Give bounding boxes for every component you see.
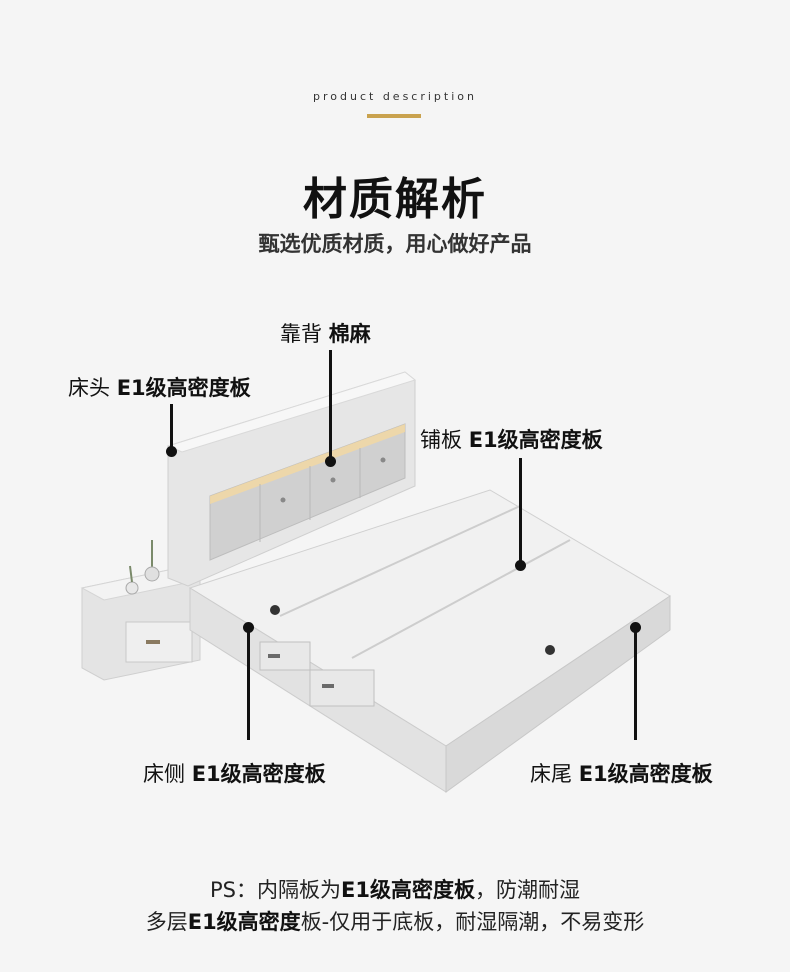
callout-slats-line <box>519 458 522 562</box>
callout-slats: 铺板 E1级高密度板 <box>420 424 603 454</box>
ps-note-line2: 多层E1级高密度板-仅用于底板，耐湿隔潮，不易变形 <box>0 906 790 938</box>
ps-note: PS：内隔板为E1级高密度板，防潮耐湿 多层E1级高密度板-仅用于底板，耐湿隔潮… <box>0 874 790 938</box>
bed-frame <box>188 489 671 793</box>
ps-note-emphasis: E1级高密度 <box>187 910 301 934</box>
callout-side: 床侧 E1级高密度板 <box>143 758 326 788</box>
callout-side-dot <box>243 622 254 633</box>
callout-slats-dot <box>515 560 526 571</box>
callout-side-line <box>247 628 250 740</box>
bed-illustration <box>80 371 671 793</box>
callout-footboard-dot <box>630 622 641 633</box>
accent-bar <box>367 114 421 118</box>
ps-note-line1: PS：内隔板为E1级高密度板，防潮耐湿 <box>0 874 790 906</box>
callout-slats-part: 铺板 <box>420 428 462 452</box>
callout-footboard-line <box>634 628 637 740</box>
ps-note-text: 板-仅用于底板，耐湿隔潮，不易变形 <box>300 910 645 934</box>
callout-backrest-material: 棉麻 <box>328 322 371 346</box>
callout-headboard-dot <box>166 446 177 457</box>
callout-footboard-material: E1级高密度板 <box>578 762 713 786</box>
callout-backrest-line <box>329 350 332 458</box>
callout-headboard-material: E1级高密度板 <box>116 376 251 400</box>
ps-note-text: PS：内隔板为 <box>210 878 342 902</box>
callout-headboard-part: 床头 <box>68 376 110 400</box>
ps-note-text: ，防潮耐湿 <box>474 878 580 902</box>
headboard <box>166 371 417 587</box>
page-subtitle: 甄选优质材质，用心做好产品 <box>258 232 532 256</box>
callout-side-part: 床侧 <box>143 762 185 786</box>
ps-note-text: 多层 <box>145 910 188 934</box>
callout-footboard-part: 床尾 <box>530 762 572 786</box>
callout-backrest-dot <box>325 456 336 467</box>
callout-headboard-line <box>170 404 173 448</box>
callout-slats-material: E1级高密度板 <box>468 428 603 452</box>
callout-backrest-part: 靠背 <box>280 322 322 346</box>
callout-headboard: 床头 E1级高密度板 <box>68 372 251 402</box>
eyebrow-text: product description <box>313 90 477 103</box>
ps-note-emphasis: E1级高密度板 <box>341 878 475 902</box>
callout-backrest: 靠背 棉麻 <box>280 318 371 348</box>
callout-footboard: 床尾 E1级高密度板 <box>530 758 713 788</box>
callout-side-material: E1级高密度板 <box>191 762 326 786</box>
page-title: 材质解析 <box>303 174 487 225</box>
